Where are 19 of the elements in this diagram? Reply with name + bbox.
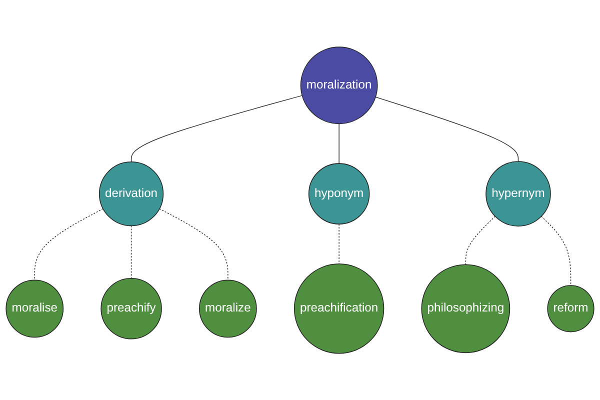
node-circle: reform: [547, 284, 594, 332]
connector: [130, 225, 132, 279]
node-circle: preachification: [294, 263, 384, 354]
connector: [540, 216, 572, 286]
node-circle: moralization: [300, 46, 378, 124]
connector: [338, 223, 340, 264]
node-circle: preachify: [100, 278, 162, 340]
connector: [159, 208, 228, 280]
node-circle: derivation: [98, 161, 164, 226]
connector: [34, 208, 104, 280]
connector: [375, 96, 519, 162]
connector: [130, 94, 302, 162]
node-circle: hypernym: [486, 160, 551, 226]
connector: [465, 216, 496, 265]
node-circle: moralize: [199, 279, 257, 338]
connector: [338, 123, 340, 164]
node-circle: hyponym: [308, 162, 370, 224]
node-circle: philosophizing: [421, 264, 510, 353]
node-circle: moralise: [6, 279, 64, 338]
